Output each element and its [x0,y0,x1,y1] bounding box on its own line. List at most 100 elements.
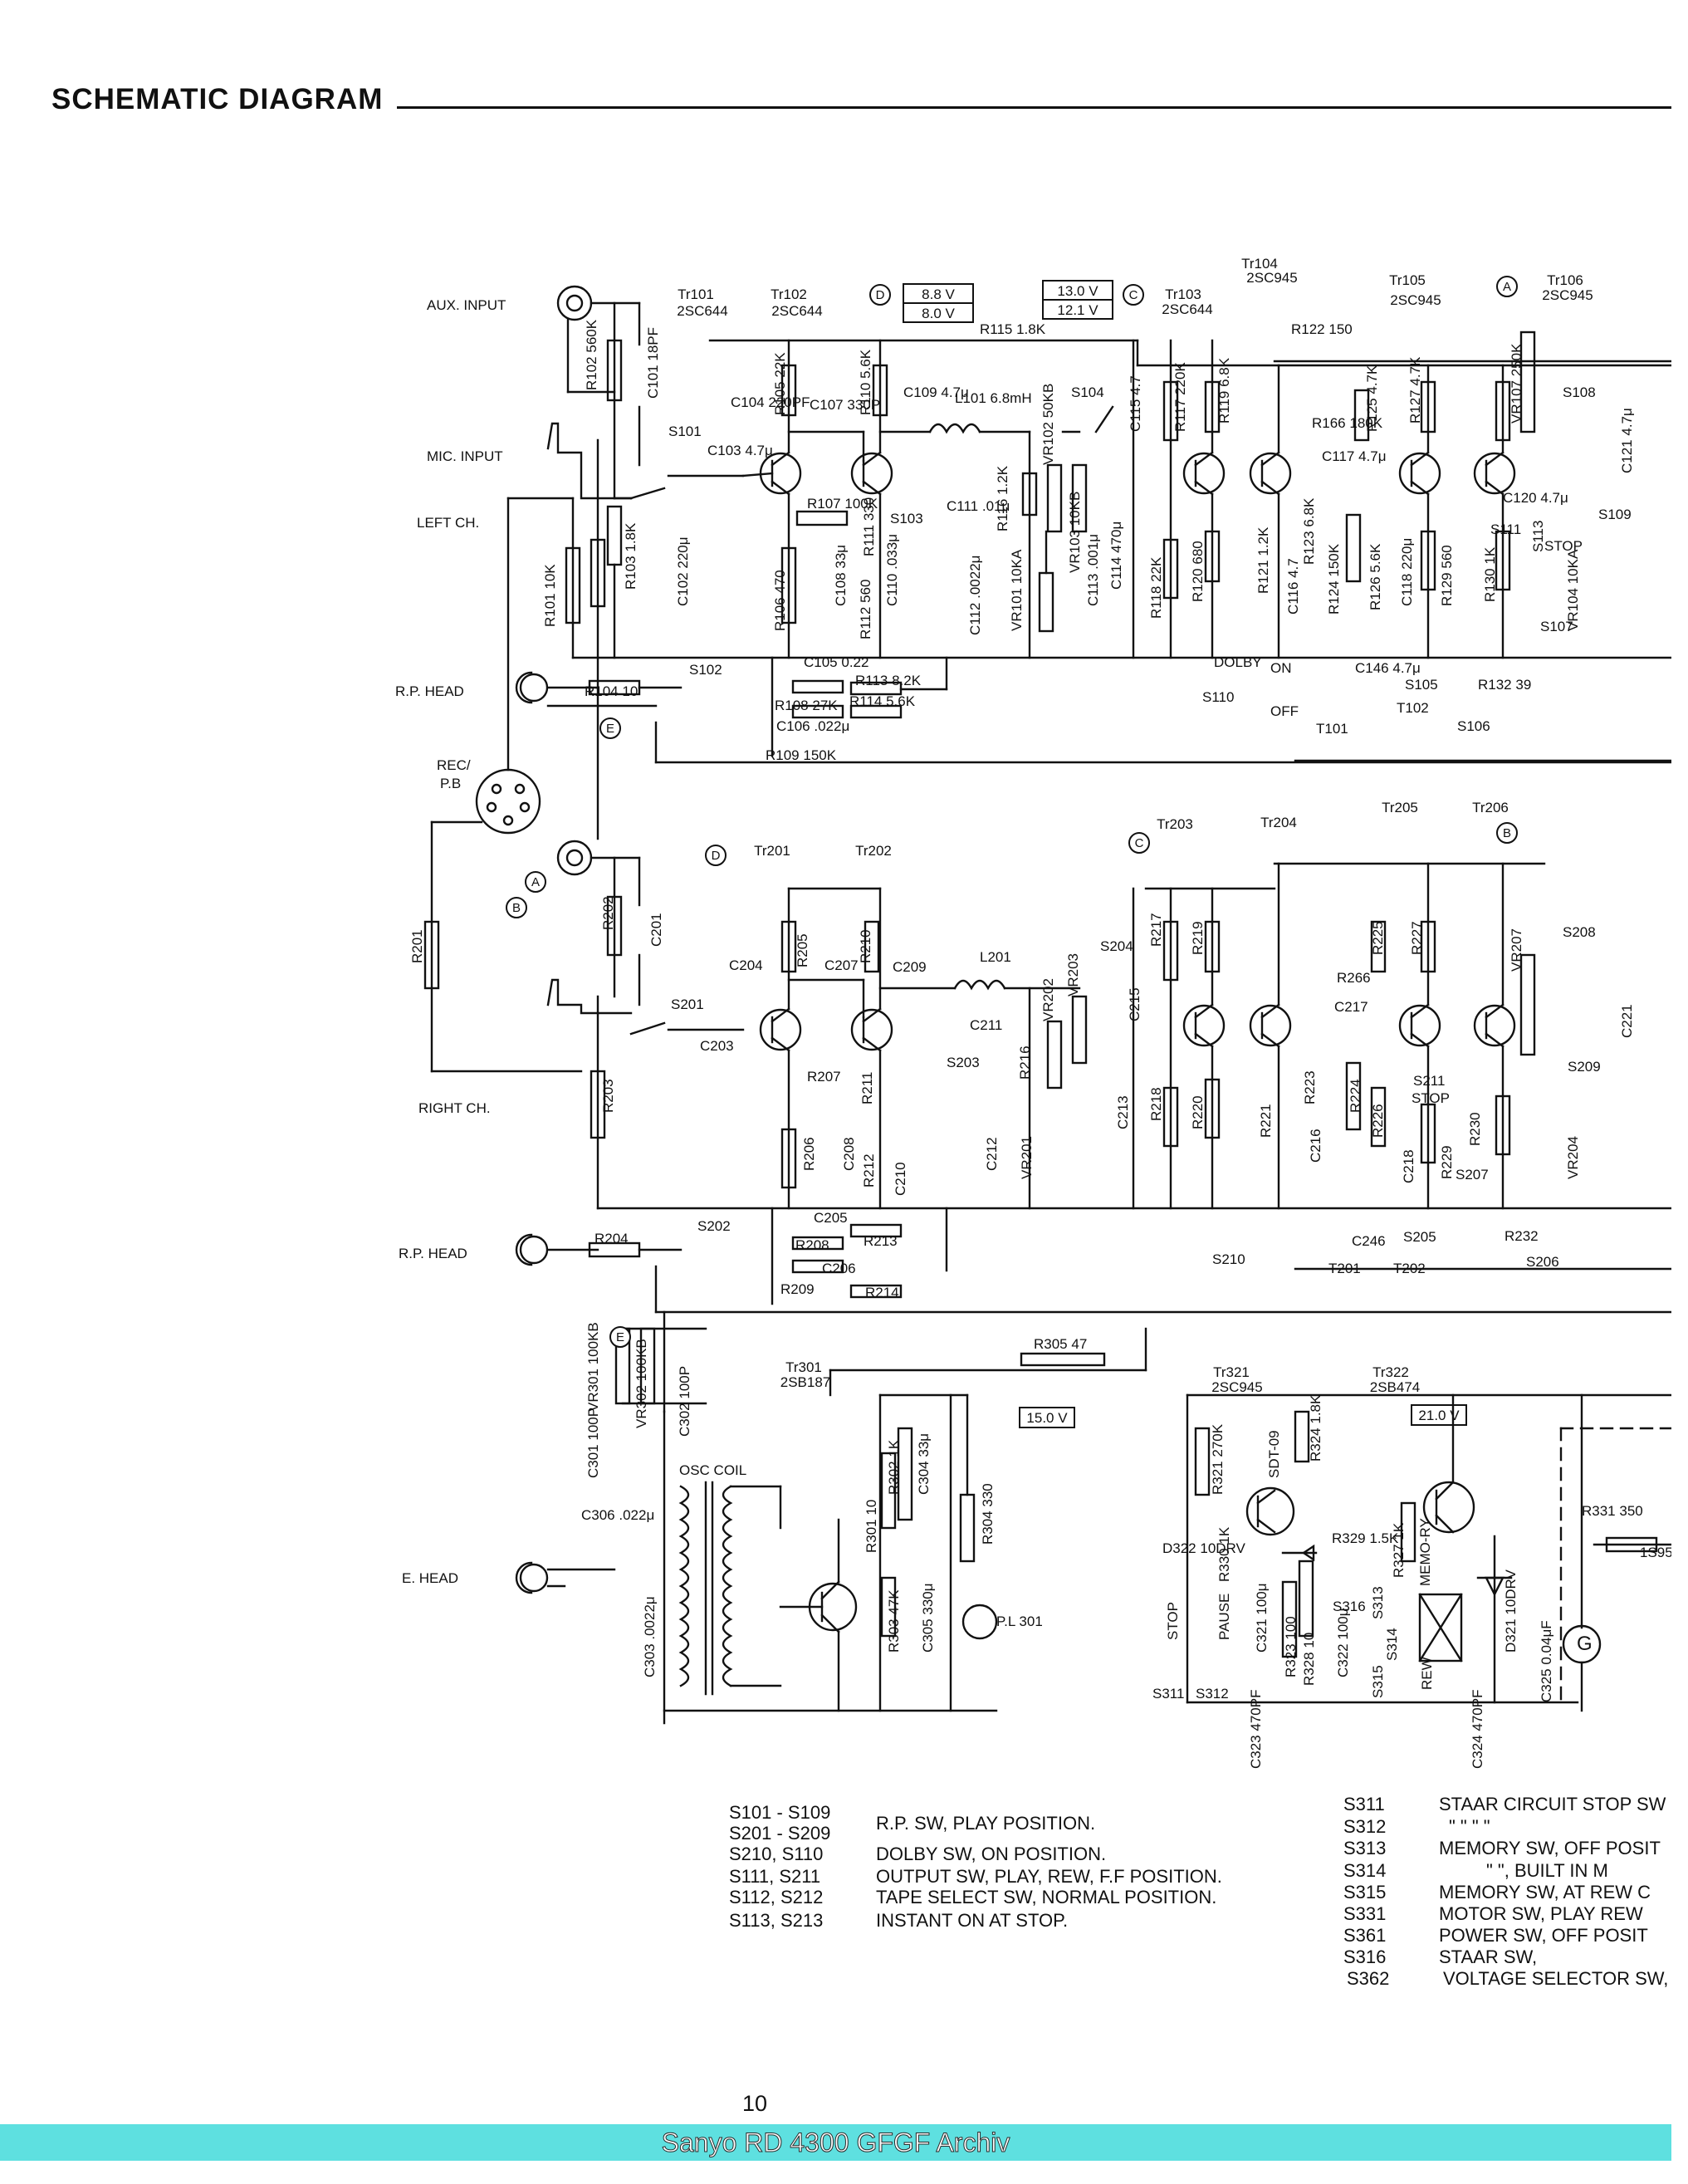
comp-vr102: VR102 50KB [1040,384,1056,465]
comp-r208: R208 [795,1237,829,1253]
osc-coil-label: OSC COIL [679,1462,746,1478]
comp-r304: R304 330 [980,1483,996,1545]
comp-s106: S106 [1457,718,1490,734]
note-code-5: S112, S212 [729,1887,824,1907]
note-r-desc-6: MOTOR SW, PLAY REW [1439,1903,1643,1924]
comp-c121: C121 4.7μ [1619,408,1635,473]
comp-r104: R104 10 [585,683,638,699]
comp-d322: D322 10DRV [1162,1540,1246,1556]
tr105-ref: Tr105 [1389,272,1426,288]
node-e-left: E [606,722,614,736]
comp-c110: C110 .033μ [884,534,900,606]
comp-1s953: 1S953 [1640,1545,1681,1560]
comp-s113: S113 [1530,521,1546,552]
comp-s209: S209 [1568,1059,1601,1075]
comp-stop-sw: STOP [1165,1602,1181,1640]
comp-r225: R225 [1370,921,1386,955]
comp-r204: R204 [594,1231,629,1246]
comp-r212: R212 [861,1153,877,1187]
comp-r103: R103 1.8K [623,522,639,590]
comp-s105: S105 [1405,677,1438,693]
comp-r101: R101 10K [542,564,558,627]
comp-s315: S315 [1370,1665,1386,1698]
voltage-d-bottom: 8.0 V [922,306,955,321]
note-r-desc-3: MEMORY SW, OFF POSIT [1439,1838,1661,1858]
comp-s204: S204 [1100,938,1133,954]
comp-r266: R266 [1337,970,1371,986]
comp-vr103: VR103 10KB [1067,492,1083,573]
comp-c115: C115 4.7 [1128,375,1143,432]
comp-c207: C207 [824,957,859,973]
comp-c118: C118 220μ [1399,538,1415,606]
comp-c324: C324 470PF [1470,1690,1485,1769]
comp-c205: C205 [814,1210,848,1226]
comp-r305: R305 47 [1034,1336,1087,1352]
comp-r117: R117 220K [1172,362,1188,432]
comp-c108: C108 33μ [833,545,849,606]
note-code-4: S111, S211 [729,1866,821,1887]
comp-s205: S205 [1403,1229,1436,1245]
comp-c114: C114 470μ [1108,522,1124,590]
comp-r221: R221 [1258,1104,1274,1138]
comp-r166: R166 180K [1312,415,1383,431]
note-r-desc-8: STAAR SW, [1439,1947,1538,1967]
comp-r115: R115 1.8K [980,321,1046,337]
comp-memory: MEMO-RY [1417,1518,1433,1586]
note-desc-1: R.P. SW, PLAY POSITION. [876,1813,1096,1834]
comp-c111: C111 .01μ [947,498,1010,514]
comp-d321: D321 10DRV [1503,1569,1519,1653]
comp-c306: C306 .022μ [581,1507,654,1523]
tr203-ref: Tr203 [1157,816,1193,832]
comp-r230: R230 [1467,1112,1483,1146]
comp-r110: R110 5.6K [858,349,873,415]
tr321-ref: Tr321 [1213,1364,1250,1380]
note-code-1: S101 - S109 [729,1802,831,1823]
stop-label-right: STOP [1412,1090,1450,1106]
comp-r216: R216 [1017,1045,1033,1080]
tr104-type: 2SC945 [1246,270,1297,286]
comp-c301: C301 100P [585,1408,601,1478]
comp-s207: S207 [1456,1167,1489,1183]
note-r-code-7: S361 [1343,1925,1387,1946]
comp-s107: S107 [1540,619,1573,634]
comp-r129: R129 560 [1439,545,1455,606]
archive-footer-banner: Sanyo RD 4300 GFGF Archiv [0,2124,1671,2161]
comp-r112: R112 560 [858,580,873,639]
comp-c103: C103 4.7μ [707,443,773,458]
comp-r116: R116 1.2K [995,465,1010,531]
comp-r229: R229 [1439,1145,1455,1179]
comp-s316: S316 [1333,1599,1366,1614]
voltage-c-bottom: 12.1 V [1057,302,1098,318]
comp-r118: R118 22K [1148,556,1164,619]
rec-pb-label-2: P.B [440,776,461,791]
note-r-desc-9: VOLTAGE SELECTOR SW, 2 [1443,1968,1684,1989]
comp-s206: S206 [1526,1254,1559,1270]
node-c-left: C [1129,288,1138,302]
node-a-din: A [531,875,540,889]
comp-r220: R220 [1190,1095,1206,1129]
comp-sdt09: SDT-09 [1266,1430,1282,1478]
comp-c246: C246 [1352,1233,1386,1249]
comp-r201: R201 [409,929,425,963]
right-ch-label: RIGHT CH. [418,1100,491,1116]
comp-c206: C206 [822,1261,856,1276]
tr103-type: 2SC644 [1162,301,1212,317]
tr201-ref: Tr201 [754,843,790,859]
tr301-type: 2SB187 [780,1374,831,1390]
note-r-desc-2: " " " " [1449,1816,1490,1837]
node-a-left: A [1503,280,1511,294]
comp-c322: C322 100μ [1335,1608,1351,1677]
comp-c215: C215 [1127,987,1142,1021]
pilot-lamp-label: P.L 301 [996,1614,1043,1629]
comp-r209: R209 [780,1281,815,1297]
comp-r113: R113 8.2K [855,673,922,688]
comp-s312: S312 [1196,1686,1229,1702]
rp-head-left-label: R.P. HEAD [395,683,464,699]
comp-vr104: VR104 10KA [1565,549,1581,631]
comp-r119: R119 6.8K [1216,357,1232,424]
comp-c209: C209 [893,959,927,975]
comp-c101: C101 18PF [645,327,661,399]
comp-s211: S211 [1413,1073,1445,1089]
rec-pb-label: REC/ [437,757,471,773]
comp-r206: R206 [801,1137,817,1171]
